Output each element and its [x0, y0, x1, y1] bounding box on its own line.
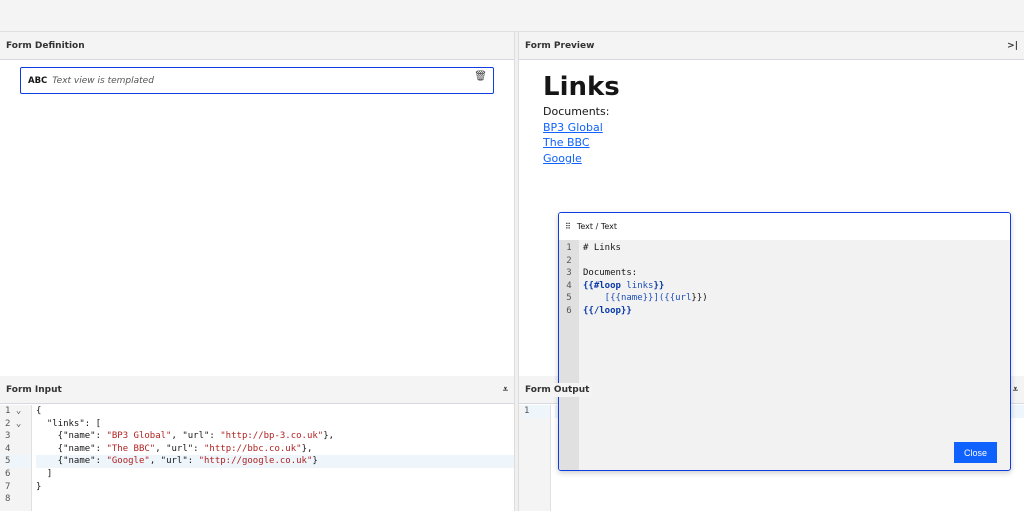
code-token: "http://bp-3.co.uk" [220, 431, 324, 442]
code-token: }}) [691, 293, 708, 304]
code-line: [{{name}}]({{url}}) [583, 292, 708, 305]
panel-title: Form Definition [6, 40, 85, 51]
code-token: "links": [ [36, 418, 102, 429]
code-line: {"name": "BP3 Global", "url": "http://bp… [36, 430, 514, 443]
line-gutter: 1 [519, 405, 551, 511]
top-bar [0, 0, 1024, 32]
code-line: Documents: [583, 267, 708, 280]
trash-icon[interactable]: 🗑 [474, 71, 487, 82]
code-token: }}]({{ [642, 293, 676, 304]
code-token: "http://bbc.co.uk" [204, 443, 302, 454]
code-token: "BP3 Global" [106, 431, 172, 442]
code-line [36, 493, 514, 506]
code-line: "links": [ [36, 418, 514, 431]
line-number: 6 [5, 468, 11, 479]
collapse-down-icon[interactable]: ⩡ [1012, 384, 1018, 395]
text-view-field[interactable]: ABC Text view is templated 🗑 [20, 67, 494, 94]
preview-link[interactable]: BP3 Global [543, 120, 603, 134]
preview-link[interactable]: The BBC [543, 136, 590, 149]
panel-title: Form Input [6, 384, 62, 395]
drag-handle-icon[interactable]: ⠿ [565, 222, 571, 231]
line-number: 3 [566, 268, 572, 279]
code-token: } [312, 456, 318, 467]
code-token: }, [323, 431, 335, 442]
code-token: ] [36, 468, 53, 479]
line-number: 4 [5, 443, 11, 454]
code-lines[interactable]: { "links": [ {"name": "BP3 Global", "url… [32, 405, 514, 506]
code-token: url [675, 293, 692, 304]
close-button[interactable]: Close [954, 442, 997, 463]
code-token: links [620, 280, 654, 291]
code-token: }, [301, 443, 313, 454]
code-line [583, 255, 708, 268]
code-token: {{#loop [583, 280, 621, 291]
code-token: "http://google.co.uk" [198, 456, 313, 467]
line-number: 1 [566, 243, 572, 253]
line-number: 7 [5, 481, 11, 492]
code-line: } [36, 481, 514, 494]
field-label: Text view is templated [52, 75, 154, 86]
line-number: 5 [5, 455, 31, 468]
preview-subheading: Documents: [543, 105, 610, 118]
code-token: , "url": [171, 431, 221, 442]
code-line: # Links [583, 242, 708, 255]
panel-title: Form Output [525, 383, 593, 397]
preview-link[interactable]: Google [543, 151, 582, 165]
line-number: 3 [5, 431, 11, 442]
code-token: , "url": [149, 456, 199, 467]
code-token: , "url": [155, 443, 205, 454]
preview-heading: Links [543, 72, 620, 102]
code-line: {{/loop}} [583, 305, 708, 318]
code-token: [{{ [583, 293, 621, 304]
code-token: "Google" [106, 456, 150, 467]
code-token: "The BBC" [106, 443, 156, 454]
code-token: {"name": [36, 456, 107, 467]
code-token: name [620, 293, 643, 304]
panel-title: Form Preview [525, 40, 595, 51]
code-line: { [36, 405, 514, 418]
line-number: 8 [5, 494, 11, 505]
code-token: # Links [583, 243, 621, 253]
line-number: 6 [566, 305, 572, 316]
panel-splitter[interactable] [514, 32, 519, 511]
line-number: 2 ⌄ [5, 418, 22, 429]
code-line: {"name": "The BBC", "url": "http://bbc.c… [36, 443, 514, 456]
code-line: {"name": "Google", "url": "http://google… [36, 455, 514, 468]
code-token: {{/loop}} [583, 305, 632, 316]
line-number: 4 [566, 280, 572, 291]
field-type: ABC [28, 75, 48, 86]
line-number: 2 [566, 255, 572, 266]
line-number: 5 [566, 293, 572, 304]
line-number: 1 [524, 405, 550, 418]
code-line: {{#loop links}} [583, 280, 708, 293]
code-token: { [36, 406, 42, 416]
code-token: {"name": [36, 431, 107, 442]
code-line: ] [36, 468, 514, 481]
code-token: } [36, 481, 42, 492]
line-number: 1 ⌄ [5, 406, 22, 416]
form-definition-panel: Form Definition [0, 32, 514, 372]
template-code[interactable]: # Links Documents:{{#loop links}} [{{nam… [583, 242, 708, 318]
collapse-down-icon[interactable]: ⩡ [502, 384, 508, 395]
code-token: {"name": [36, 443, 107, 454]
collapse-icon[interactable]: >| [1007, 40, 1018, 51]
code-token: Documents: [583, 268, 638, 279]
modal-title: Text / Text [576, 222, 617, 231]
code-token: }} [653, 280, 665, 291]
